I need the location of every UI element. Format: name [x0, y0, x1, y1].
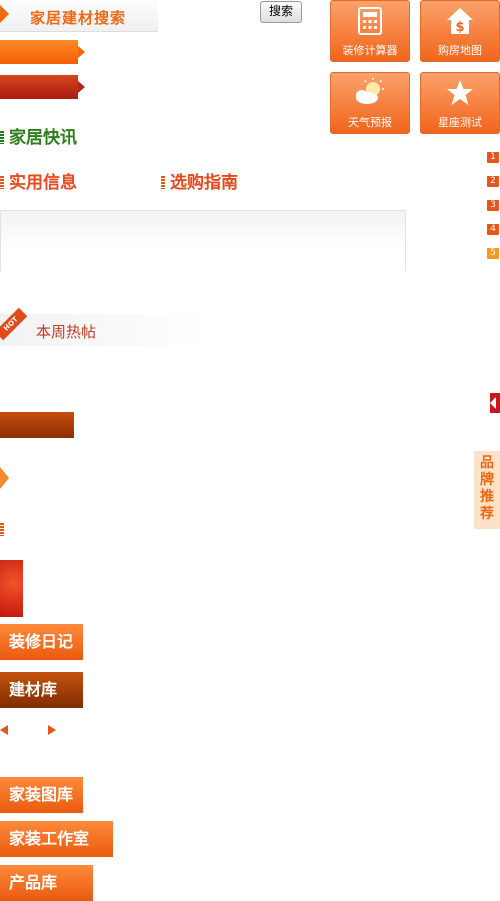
bullet-icon	[161, 176, 165, 189]
materials-button[interactable]: 建材库	[0, 672, 83, 708]
bullet-icon	[0, 176, 4, 189]
brown-tab[interactable]	[0, 412, 74, 438]
info-heading-label: 实用信息	[9, 173, 77, 193]
products-button[interactable]: 产品库	[0, 865, 93, 901]
tool-horoscope[interactable]: 星座测试	[420, 72, 500, 134]
calculator-icon	[358, 7, 382, 35]
tool-house-map[interactable]: $ 购房地图	[420, 0, 500, 62]
rank-badge: 3	[487, 200, 499, 211]
search-tab[interactable]: 家居建材搜索	[0, 0, 158, 32]
rank-badge: 4	[487, 224, 499, 235]
arrow-marker-icon	[0, 467, 9, 489]
house-dollar-icon: $	[447, 8, 473, 35]
tool-label: 天气预报	[348, 116, 392, 129]
search-button[interactable]: 搜索	[260, 1, 302, 23]
side-toggle-icon[interactable]	[490, 393, 500, 413]
star-icon	[447, 80, 473, 105]
next-arrow-icon[interactable]	[48, 725, 56, 735]
tool-label: 购房地图	[438, 44, 482, 57]
bullet-icon	[0, 131, 4, 144]
studio-button[interactable]: 家装工作室	[0, 821, 113, 857]
news-heading-label: 家居快讯	[9, 128, 77, 148]
tool-weather[interactable]: 天气预报	[330, 72, 410, 134]
svg-text:$: $	[455, 20, 464, 35]
red-banner-block[interactable]	[0, 560, 23, 617]
guide-heading[interactable]: 选购指南	[161, 168, 238, 193]
weather-icon	[356, 78, 384, 104]
info-heading[interactable]: 实用信息	[0, 168, 77, 193]
red-arrow-tab[interactable]	[0, 75, 85, 99]
tool-label: 装修计算器	[342, 44, 398, 57]
rank-badge: 2	[487, 176, 499, 187]
rank-badge: 5	[487, 248, 499, 259]
hot-posts-label: 本周热帖	[36, 323, 97, 341]
tab-marker-icon	[0, 5, 9, 23]
bullet-icon	[0, 520, 4, 539]
prev-arrow-icon[interactable]	[0, 725, 8, 735]
news-heading[interactable]: 家居快讯	[0, 123, 77, 148]
brand-recommend-tab[interactable]: 品牌推荐	[474, 451, 500, 529]
tool-calculator[interactable]: 装修计算器	[330, 0, 410, 62]
guide-heading-label: 选购指南	[170, 173, 238, 193]
gallery-button[interactable]: 家装图库	[0, 777, 83, 813]
diary-button[interactable]: 装修日记	[0, 624, 83, 660]
content-panel	[0, 210, 406, 271]
orange-arrow-tab[interactable]	[0, 40, 85, 64]
search-title: 家居建材搜索	[30, 9, 127, 27]
rank-badge: 1	[487, 152, 499, 163]
tool-label: 星座测试	[438, 116, 482, 129]
hot-posts-tab[interactable]	[0, 314, 208, 346]
